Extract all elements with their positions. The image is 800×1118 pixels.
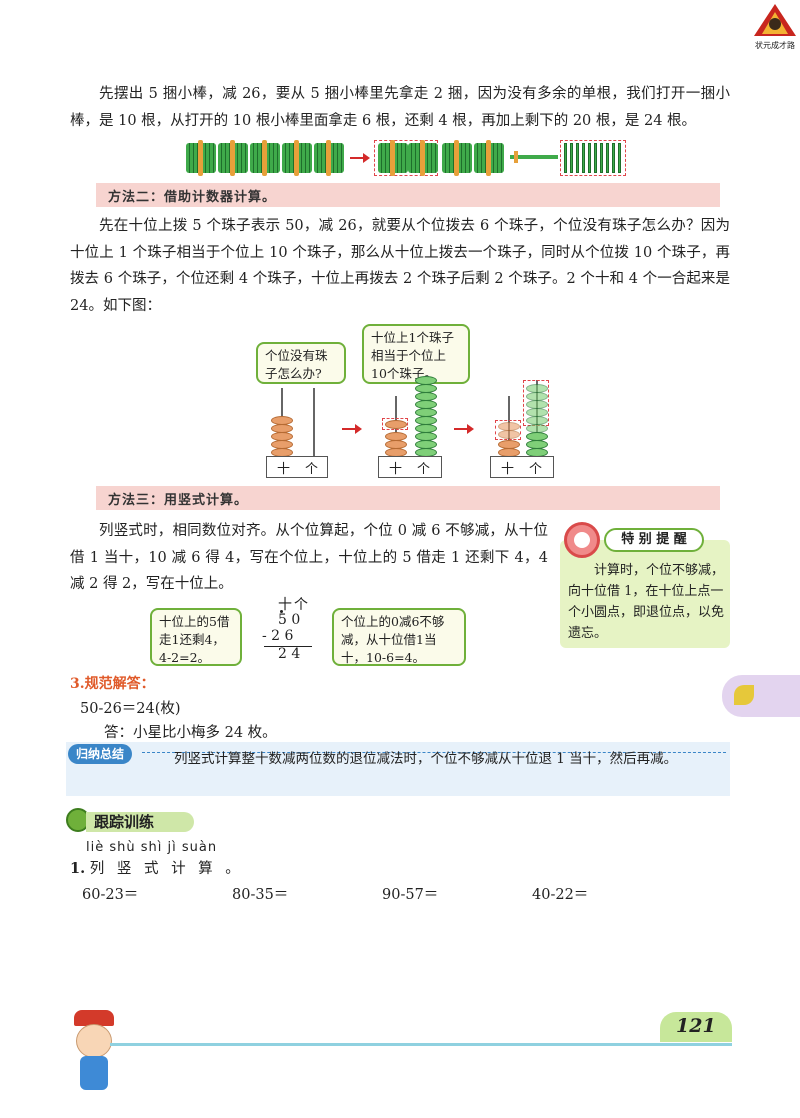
- question-text: 列 竖 式 计 算 。: [89, 861, 244, 877]
- answer-equation: 50-26＝24(枚): [80, 701, 181, 717]
- abacus-illustration: 个位没有珠子怎么办? 十位上1个珠子相当于个位上10个珠子。 十 个 十 个: [250, 320, 560, 480]
- side-tab: [722, 675, 800, 717]
- page-number-badge: 121: [660, 1012, 732, 1042]
- practice-header: 跟踪训练: [66, 806, 206, 834]
- practice-item-1: 60-23＝: [82, 887, 139, 903]
- arrow-icon: [454, 424, 474, 434]
- question-number: 1.: [70, 860, 86, 877]
- alarm-clock-icon: [564, 522, 600, 558]
- brand-logo: 状元成才路: [752, 2, 798, 50]
- answer-conclusion: 答：小星比小梅多 24 枚。: [104, 725, 277, 741]
- brand-text: 状元成才路: [755, 41, 795, 50]
- arrow-icon: [350, 153, 370, 163]
- arrow-icon: [342, 424, 362, 434]
- footer-line: [110, 1043, 732, 1046]
- speech-bubble-left: 个位没有珠子怎么办?: [256, 342, 346, 384]
- practice-pinyin: liè shù shì jì suàn: [86, 840, 218, 855]
- practice-item-2: 80-35＝: [232, 887, 289, 903]
- logo-mark-icon: [754, 4, 796, 36]
- page-number: 121: [676, 1015, 716, 1037]
- question-1: 1. 列 竖 式 计 算 。: [70, 857, 244, 878]
- practice-title: 跟踪训练: [94, 813, 155, 831]
- tip-title: 特 别 提 醒: [604, 528, 704, 552]
- summary-text: 列竖式计算整十数减两位数的退位减法时，个位不够减从十位退 1 当十，然后再减。: [174, 751, 678, 767]
- method3-heading: 方法三：用竖式计算。: [96, 486, 720, 510]
- summary-box: 归纳总结 列竖式计算整十数减两位数的退位减法时，个位不够减从十位退 1 当十，然…: [66, 742, 730, 796]
- counter-3-base: 十 个: [490, 456, 554, 478]
- special-reminder-box: 特 别 提 醒 计算时，个位不够减，向十位借 1，在十位上点一个小圆点，即退位点…: [560, 520, 730, 648]
- speech-bubble-right: 十位上1个珠子相当于个位上10个珠子。: [362, 324, 470, 384]
- stick-bundles-illustration: [180, 140, 630, 180]
- practice-item-3: 90-57＝: [382, 887, 439, 903]
- method2-heading: 方法二：借助计数器计算。: [96, 183, 720, 207]
- method2-paragraph: 先在十位上拨 5 个珠子表示 50，减 26，就要从个位拨去 6 个珠子，个位没…: [70, 218, 730, 314]
- mascot-image: [64, 1008, 124, 1098]
- leaf-icon: [734, 685, 754, 705]
- tip-text: 计算时，个位不够减，向十位借 1，在十位上点一个小圆点，即退位点，以免遗忘。: [568, 563, 725, 641]
- method3-paragraph: 列竖式时，相同数位对齐。从个位算起，个位 0 减 6 不够减，从十位借 1 当十…: [70, 523, 548, 592]
- counter-1-base: 十 个: [266, 456, 328, 478]
- answer-heading: 3.规范解答：: [70, 676, 155, 692]
- summary-label: 归纳总结: [68, 744, 132, 764]
- bubble-left-vertical: 十位上的5借走1还剩4，4-2=2。: [150, 608, 242, 666]
- vertical-calculation: 十个 5 0 - 2 6 2 4: [262, 597, 312, 662]
- practice-item-4: 40-22＝: [532, 887, 589, 903]
- method1-paragraph: 先摆出 5 捆小棒，减 26，要从 5 捆小棒里先拿走 2 捆，因为没有多余的单…: [70, 86, 730, 129]
- counter-2-base: 十 个: [378, 456, 442, 478]
- bubble-right-vertical: 个位上的0减6不够减，从十位借1当十，10-6=4。: [332, 608, 466, 666]
